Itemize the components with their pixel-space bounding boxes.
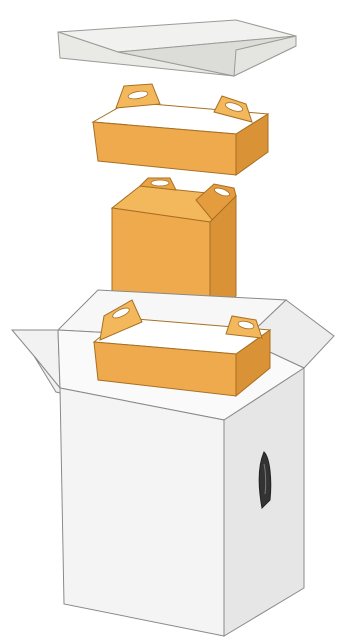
carton-front-face (60, 388, 224, 636)
cube-gable-left-hole (151, 180, 169, 186)
foam-lid (58, 20, 296, 76)
kraft-tray-upper (93, 84, 268, 175)
